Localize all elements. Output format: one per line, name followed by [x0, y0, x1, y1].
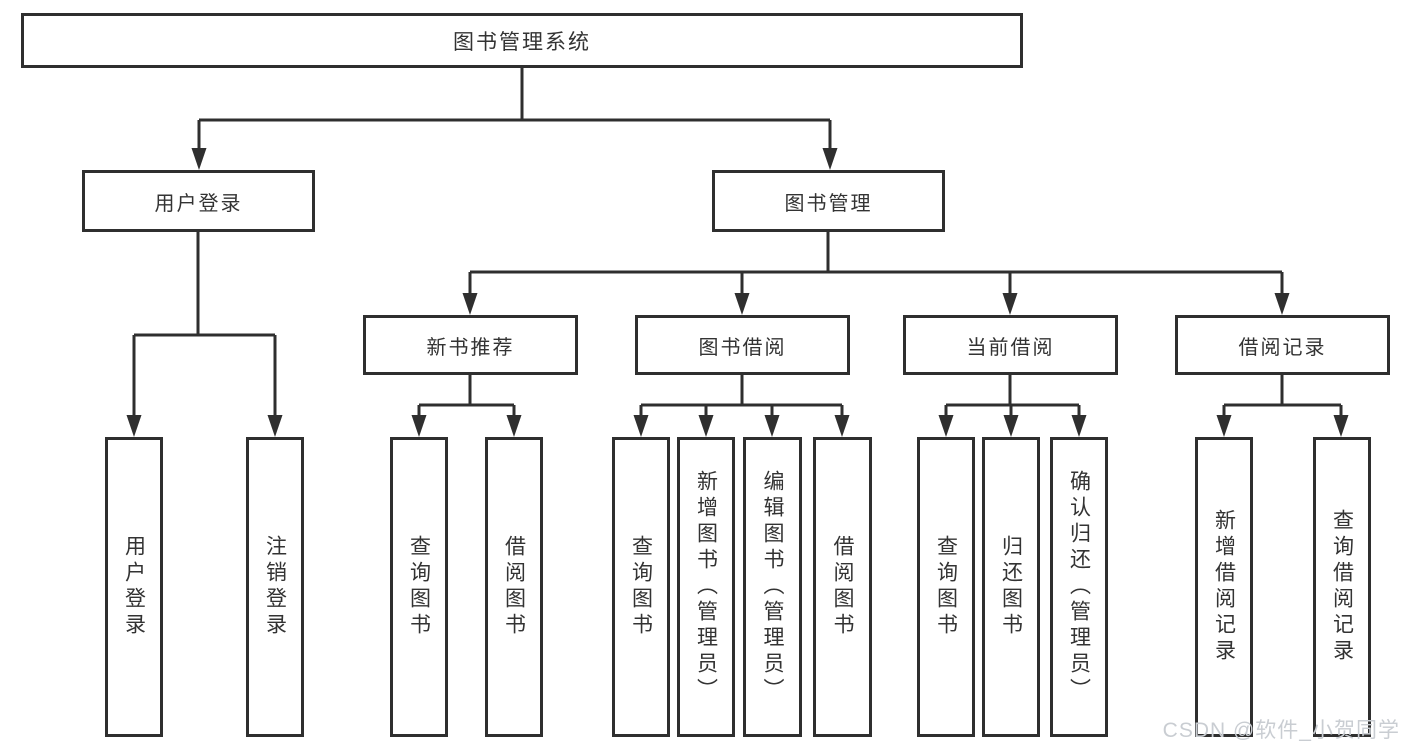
- connector-book-mgmt-to-level3: [462, 232, 1290, 315]
- leaf-edit-books-admin: 编辑图书（管理员）: [743, 437, 802, 737]
- leaf-borrow-books-1: 借阅图书: [485, 437, 543, 737]
- leaf-logout: 注销登录: [246, 437, 304, 737]
- leaf-query-books-2: 查询图书: [612, 437, 670, 737]
- connector-borrow-records-to-leaves: [1216, 375, 1349, 437]
- node-current-borrow: 当前借阅: [903, 315, 1118, 375]
- csdn-watermark: CSDN @软件_小贺同学: [1162, 719, 1400, 742]
- node-label: 借阅图书: [502, 535, 526, 639]
- node-label: 用户登录: [122, 535, 146, 639]
- node-user-login: 用户登录: [82, 170, 315, 232]
- node-label: 查询图书: [934, 535, 958, 639]
- leaf-borrow-books-2: 借阅图书: [813, 437, 872, 737]
- connector-user-login-to-leaves: [126, 232, 283, 437]
- node-label: 当前借阅: [966, 336, 1055, 359]
- connector-book-borrow-to-leaves: [633, 375, 850, 437]
- connector-current-borrow-to-leaves: [938, 375, 1087, 437]
- node-label: 新书推荐: [426, 336, 515, 359]
- leaf-confirm-return-admin: 确认归还（管理员）: [1050, 437, 1108, 737]
- node-label: 图书管理系统: [453, 30, 591, 54]
- node-label: 归还图书: [999, 535, 1023, 639]
- node-label: 借阅记录: [1238, 336, 1327, 359]
- node-label: 图书管理: [784, 192, 873, 215]
- leaf-add-borrow-record: 新增借阅记录: [1195, 437, 1253, 737]
- leaf-add-books-admin: 新增图书（管理员）: [677, 437, 735, 737]
- connector-root-to-level2: [191, 68, 838, 170]
- connector-new-book-recommend-to-leaves: [411, 375, 522, 437]
- node-new-book-recommend: 新书推荐: [363, 315, 578, 375]
- node-label: 编辑图书（管理员）: [761, 470, 784, 704]
- leaf-return-books: 归还图书: [982, 437, 1040, 737]
- node-label: 注销登录: [263, 535, 287, 639]
- leaf-query-books-3: 查询图书: [917, 437, 975, 737]
- node-book-borrow: 图书借阅: [635, 315, 850, 375]
- leaf-query-borrow-record: 查询借阅记录: [1313, 437, 1371, 737]
- leaf-user-login: 用户登录: [105, 437, 163, 737]
- node-label: 查询图书: [407, 535, 431, 639]
- node-label: 查询图书: [629, 535, 653, 639]
- node-label: 新增图书（管理员）: [694, 470, 718, 704]
- leaf-query-books-1: 查询图书: [390, 437, 448, 737]
- node-label: 借阅图书: [831, 535, 854, 639]
- node-label: 确认归还（管理员）: [1067, 470, 1091, 704]
- node-label: 查询借阅记录: [1330, 509, 1354, 665]
- node-book-management: 图书管理: [712, 170, 945, 232]
- node-label: 新增借阅记录: [1212, 509, 1236, 665]
- node-borrow-records: 借阅记录: [1175, 315, 1390, 375]
- node-library-management-system: 图书管理系统: [21, 13, 1023, 68]
- node-label: 用户登录: [154, 192, 243, 215]
- node-label: 图书借阅: [698, 336, 787, 359]
